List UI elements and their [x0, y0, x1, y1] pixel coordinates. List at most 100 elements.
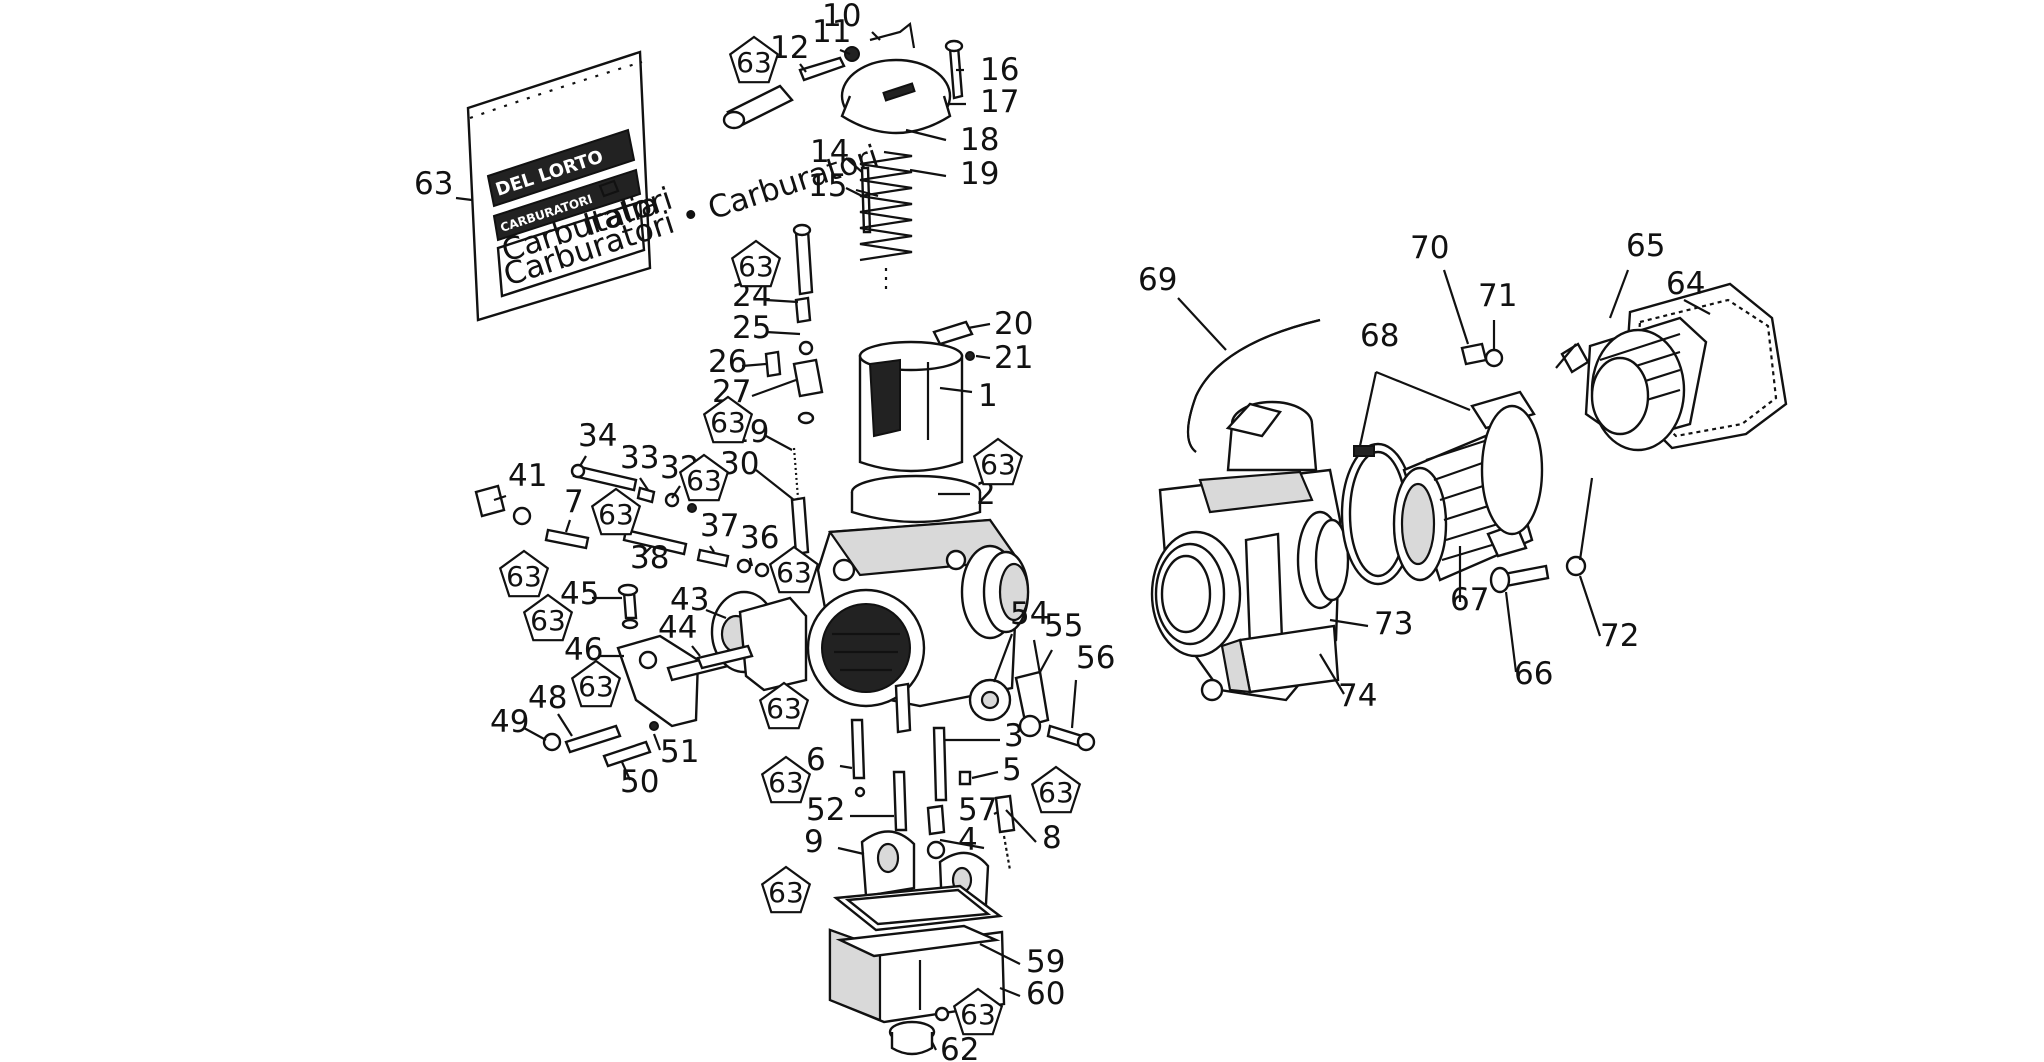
- leader-line-15: [845, 187, 863, 197]
- leader-line-9: [837, 846, 865, 856]
- leader-line-55: [1039, 649, 1053, 673]
- reference-tag: 63: [768, 545, 820, 594]
- callout-label-16: 16: [980, 52, 1019, 88]
- leader-line-48: [557, 713, 573, 737]
- callout-label-43: 43: [670, 582, 709, 618]
- leader-line-44: [691, 645, 701, 657]
- callout-label-4: 4: [958, 822, 978, 858]
- callout-label-10: 10: [822, 0, 861, 34]
- leader-line-21: [975, 354, 991, 360]
- callout-label-54: 54: [1010, 596, 1049, 632]
- reference-tag: 63: [758, 681, 810, 730]
- callout-label-68: 68: [1360, 318, 1399, 354]
- callout-label-14: 14: [810, 134, 849, 170]
- leader-line-49: [523, 727, 547, 741]
- callout-label-1: 1: [978, 378, 998, 414]
- leader-line-8: [1005, 809, 1037, 843]
- callout-label-5: 5: [1002, 752, 1022, 788]
- callout-label-74: 74: [1338, 678, 1377, 714]
- leader-line-26: [741, 362, 767, 368]
- reference-tag: 63: [498, 549, 550, 598]
- callout-label-45: 45: [560, 576, 599, 612]
- reference-tag-text: 63: [530, 604, 566, 637]
- callout-label-17: 17: [980, 84, 1019, 120]
- callout-label-64: 64: [1666, 266, 1705, 302]
- reference-tag: 63: [678, 453, 730, 502]
- reference-tag: 63: [972, 437, 1024, 486]
- leader-line-54: [992, 633, 1014, 683]
- callout-label-59: 59: [1026, 944, 1065, 980]
- leader-line-37: [709, 545, 715, 553]
- callout-label-60: 60: [1026, 976, 1065, 1012]
- callout-label-62: 62: [940, 1032, 979, 1062]
- callout-label-36: 36: [740, 520, 779, 556]
- callout-label-33: 33: [620, 440, 659, 476]
- callout-label-55: 55: [1044, 608, 1083, 644]
- leader-line-41: [493, 494, 507, 502]
- leader-line-72: [1578, 575, 1602, 637]
- reference-tag-text: 63: [506, 560, 542, 593]
- leader-line-51: [652, 733, 662, 751]
- reference-tag-text: 63: [960, 998, 996, 1031]
- leader-line-70: [1442, 269, 1470, 345]
- leader-line-62: [931, 1041, 937, 1051]
- reference-tag-text: 63: [768, 766, 804, 799]
- reference-tag: 63: [952, 987, 1004, 1036]
- callout-label-63: 63: [414, 166, 453, 202]
- callout-label-25: 25: [732, 310, 771, 346]
- leader-line-6: [839, 764, 853, 770]
- leader-line-59: [979, 943, 1021, 965]
- callout-label-21: 21: [994, 340, 1033, 376]
- callout-label-15: 15: [808, 168, 847, 204]
- callout-label-72: 72: [1600, 618, 1639, 654]
- callout-label-34: 34: [578, 418, 617, 454]
- callout-labels: 1234567891011121415161718192021242526272…: [414, 0, 1705, 1062]
- reference-tag-text: 63: [578, 670, 614, 703]
- leader-line-18: [905, 128, 947, 142]
- reference-tag: 63: [590, 487, 642, 536]
- leader-line-63: [455, 196, 473, 202]
- callout-label-56: 56: [1076, 640, 1115, 676]
- leader-line-43: [705, 608, 727, 620]
- leader-line-19: [909, 168, 947, 178]
- reference-tag-text: 63: [980, 448, 1016, 481]
- callout-label-66: 66: [1514, 656, 1553, 692]
- callout-label-49: 49: [490, 704, 529, 740]
- callout-label-19: 19: [960, 156, 999, 192]
- intake-manifold: [1340, 282, 1788, 594]
- reference-tag-text: 63: [768, 876, 804, 909]
- leader-line-64: [1683, 299, 1711, 315]
- leader-line-56: [1070, 679, 1078, 729]
- leader-lines: [455, 31, 1711, 1051]
- leader-line-68b: [1375, 370, 1471, 412]
- leader-line-7: [564, 519, 572, 533]
- assembled-carburetor: [1150, 318, 1350, 702]
- callout-label-6: 6: [806, 742, 826, 778]
- callout-label-7: 7: [564, 484, 584, 520]
- right-side-small-parts: [968, 639, 1096, 752]
- leader-line-57: [993, 811, 999, 815]
- leader-line-12: [799, 63, 807, 73]
- reference-tag-text: 63: [598, 498, 634, 531]
- carburetor-body: [806, 474, 1030, 734]
- leader-line-20: [967, 322, 991, 330]
- callout-label-20: 20: [994, 306, 1033, 342]
- leader-line-68: [1358, 371, 1378, 447]
- reference-tag: 63: [570, 659, 622, 708]
- callout-label-57: 57: [958, 792, 997, 828]
- reference-tag: 63: [702, 395, 754, 444]
- leader-line-60: [999, 986, 1021, 998]
- callout-label-48: 48: [528, 680, 567, 716]
- leader-line-33: [639, 477, 649, 491]
- throttle-slide: [858, 320, 975, 473]
- leader-line-50: [620, 761, 632, 781]
- callout-label-52: 52: [806, 792, 845, 828]
- callout-label-73: 73: [1374, 606, 1413, 642]
- reference-tag: 63: [522, 593, 574, 642]
- top-cap-assembly: [722, 21, 964, 290]
- reference-tag: 63: [1030, 765, 1082, 814]
- left-side-parts: [474, 223, 824, 768]
- reference-tag: 63: [760, 755, 812, 804]
